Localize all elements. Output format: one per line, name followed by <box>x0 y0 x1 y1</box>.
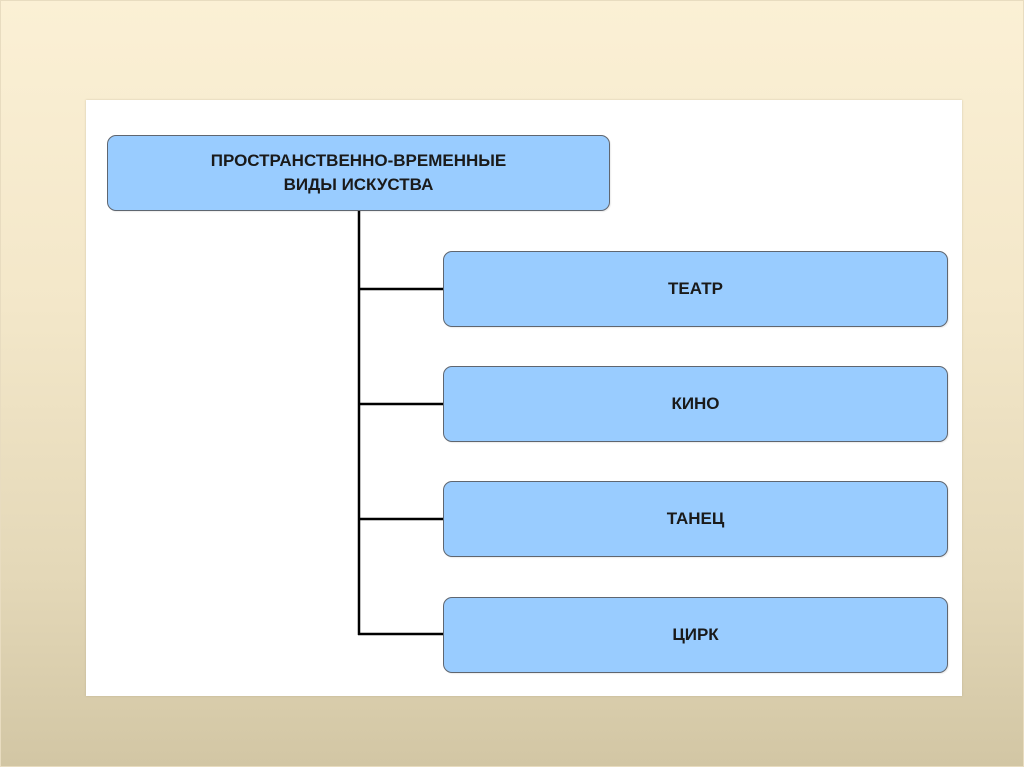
root-node: ПРОСТРАНСТВЕННО-ВРЕМЕННЫЕ ВИДЫ ИСКУСТВА <box>107 135 610 211</box>
child-node-tsirk: ЦИРК <box>443 597 948 673</box>
root-node-line-1: ПРОСТРАНСТВЕННО-ВРЕМЕННЫЕ <box>210 151 507 170</box>
child-node-teatr: ТЕАТР <box>443 251 948 327</box>
child-node-tanets: ТАНЕЦ <box>443 481 948 557</box>
root-node-line-2: ВИДЫ ИСКУСТВА <box>283 175 434 194</box>
child-node-label: ТАНЕЦ <box>666 509 725 528</box>
child-node-label: КИНО <box>671 394 720 413</box>
child-node-label: ТЕАТР <box>668 279 723 298</box>
child-node-label: ЦИРК <box>672 625 719 644</box>
root-node-text: ПРОСТРАНСТВЕННО-ВРЕМЕННЫЕ ВИДЫ ИСКУСТВА <box>211 149 506 197</box>
child-node-kino: КИНО <box>443 366 948 442</box>
